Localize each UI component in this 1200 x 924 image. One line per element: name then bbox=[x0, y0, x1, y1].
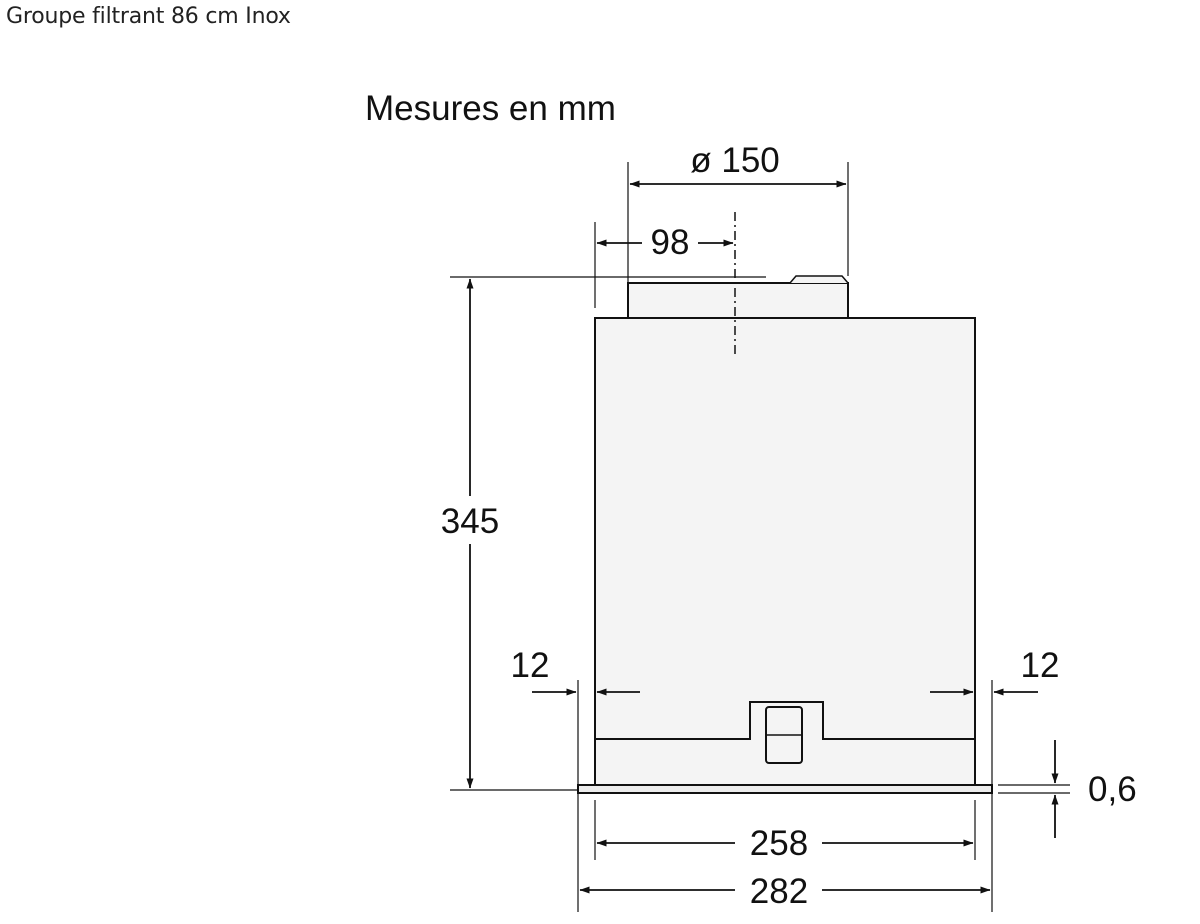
dimension-inner-width: 258 bbox=[594, 800, 976, 863]
housing-body bbox=[577, 212, 993, 794]
product-title: Groupe filtrant 86 cm Inox bbox=[6, 4, 291, 29]
label-height: 345 bbox=[441, 502, 499, 541]
dimension-height: 345 bbox=[436, 276, 766, 791]
dimension-panel-thickness: 0,6 bbox=[998, 740, 1137, 838]
label-side-left: 12 bbox=[511, 646, 550, 685]
dimension-outer-width: 282 bbox=[579, 872, 991, 911]
duct-collar bbox=[627, 282, 849, 319]
dimension-duct-offset: 98 bbox=[594, 222, 734, 308]
bottom-panel bbox=[577, 784, 993, 794]
duct-tab bbox=[789, 275, 849, 284]
label-panel-thickness: 0,6 bbox=[1088, 770, 1137, 809]
dimension-duct-diameter: ø 150 bbox=[627, 141, 849, 283]
label-duct-diameter: ø 150 bbox=[690, 141, 780, 180]
label-duct-offset: 98 bbox=[651, 223, 690, 262]
dimension-side-right: 12 bbox=[930, 646, 1059, 912]
dimension-side-left: 12 bbox=[511, 646, 640, 912]
label-inner-width: 258 bbox=[750, 824, 808, 863]
filter-frame bbox=[595, 701, 975, 740]
units-caption: Mesures en mm bbox=[365, 89, 616, 128]
label-outer-width: 282 bbox=[750, 872, 808, 911]
label-side-right: 12 bbox=[1021, 646, 1060, 685]
